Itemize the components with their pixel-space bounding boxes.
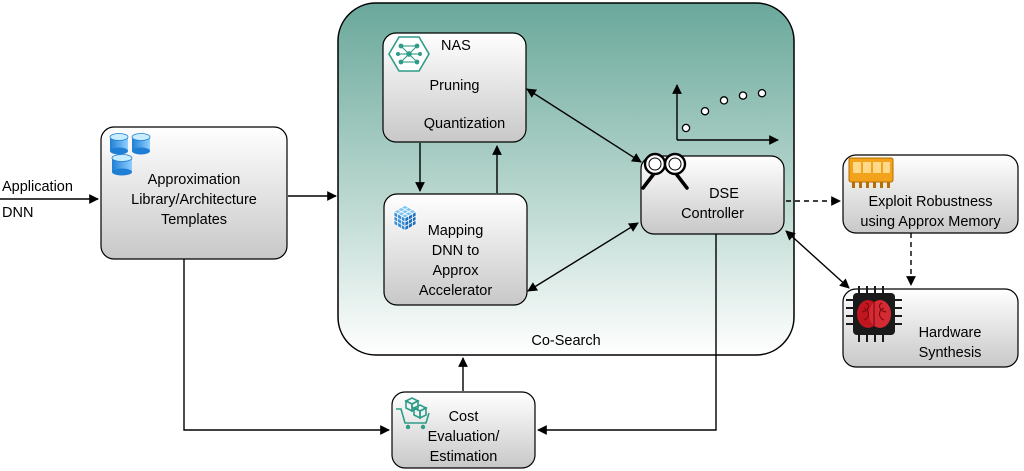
mapping-line3: Approx (432, 263, 479, 279)
pareto-point-4 (738, 91, 748, 100)
dse-title-line2: Controller (681, 206, 744, 222)
grid-cube-icon (393, 204, 417, 232)
exploit-line1: Exploit Robustness (868, 194, 993, 210)
cost-line3: Estimation (429, 449, 498, 465)
library-title-line1: Approximation (147, 172, 241, 188)
mapping-line2: DNN to (431, 243, 480, 259)
cost-line1: Cost (448, 409, 479, 425)
cart-cubes-icon (396, 397, 430, 430)
dse-to-cost-arrow (537, 234, 717, 435)
library-box (100, 126, 288, 260)
pareto-plot (672, 84, 779, 145)
mapping-line1: Mapping (427, 223, 484, 239)
library-title-line3: Templates (160, 212, 228, 228)
input-label-line1: Application (2, 179, 73, 195)
memory-chip-icon (848, 157, 894, 188)
library-to-cost-arrow (183, 259, 390, 435)
cost-box (391, 391, 536, 469)
pareto-point-1 (681, 123, 691, 133)
dse-title-line1: DSE (709, 186, 739, 202)
brain-chip-icon (846, 286, 902, 342)
cube-cell (404, 215, 410, 223)
cosearch-label: Co-Search (531, 333, 601, 349)
nas-title: NAS (441, 38, 471, 54)
nas-dse-arrow (526, 88, 642, 163)
binoculars-icon (641, 152, 689, 190)
mapping-line4: Accelerator (418, 283, 493, 299)
pareto-point-5 (757, 88, 767, 98)
dse-hardware-arrow (785, 230, 850, 289)
hardware-line1: Hardware (918, 325, 982, 341)
exploit-line2: using Approx Memory (860, 214, 1001, 230)
pareto-point-2 (700, 106, 710, 116)
nas-pruning-label: Pruning (429, 78, 480, 94)
nas-quantization-label: Quantization (423, 116, 506, 132)
mapping-dse-arrow (527, 222, 639, 292)
library-title-line2: Library/Architecture (131, 192, 257, 208)
database-icon (109, 133, 151, 176)
cost-line2: Evaluation/ (427, 429, 500, 445)
pareto-point-3 (719, 96, 729, 105)
neural-network-icon (388, 36, 430, 72)
hardware-line2: Synthesis (918, 345, 982, 361)
mapping-box (383, 193, 528, 306)
input-label-line2: DNN (2, 205, 34, 221)
